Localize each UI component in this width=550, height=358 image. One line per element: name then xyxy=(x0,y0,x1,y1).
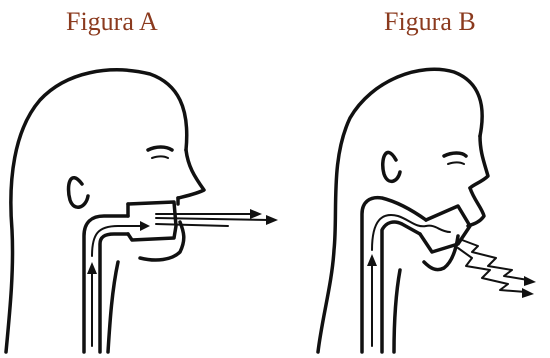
ear xyxy=(69,178,89,208)
ear xyxy=(383,152,400,181)
airflow-arrows xyxy=(367,215,536,346)
figure-a-illustration xyxy=(0,0,290,358)
eye xyxy=(148,147,172,150)
eye xyxy=(444,153,466,156)
figure-b-illustration xyxy=(290,0,550,358)
